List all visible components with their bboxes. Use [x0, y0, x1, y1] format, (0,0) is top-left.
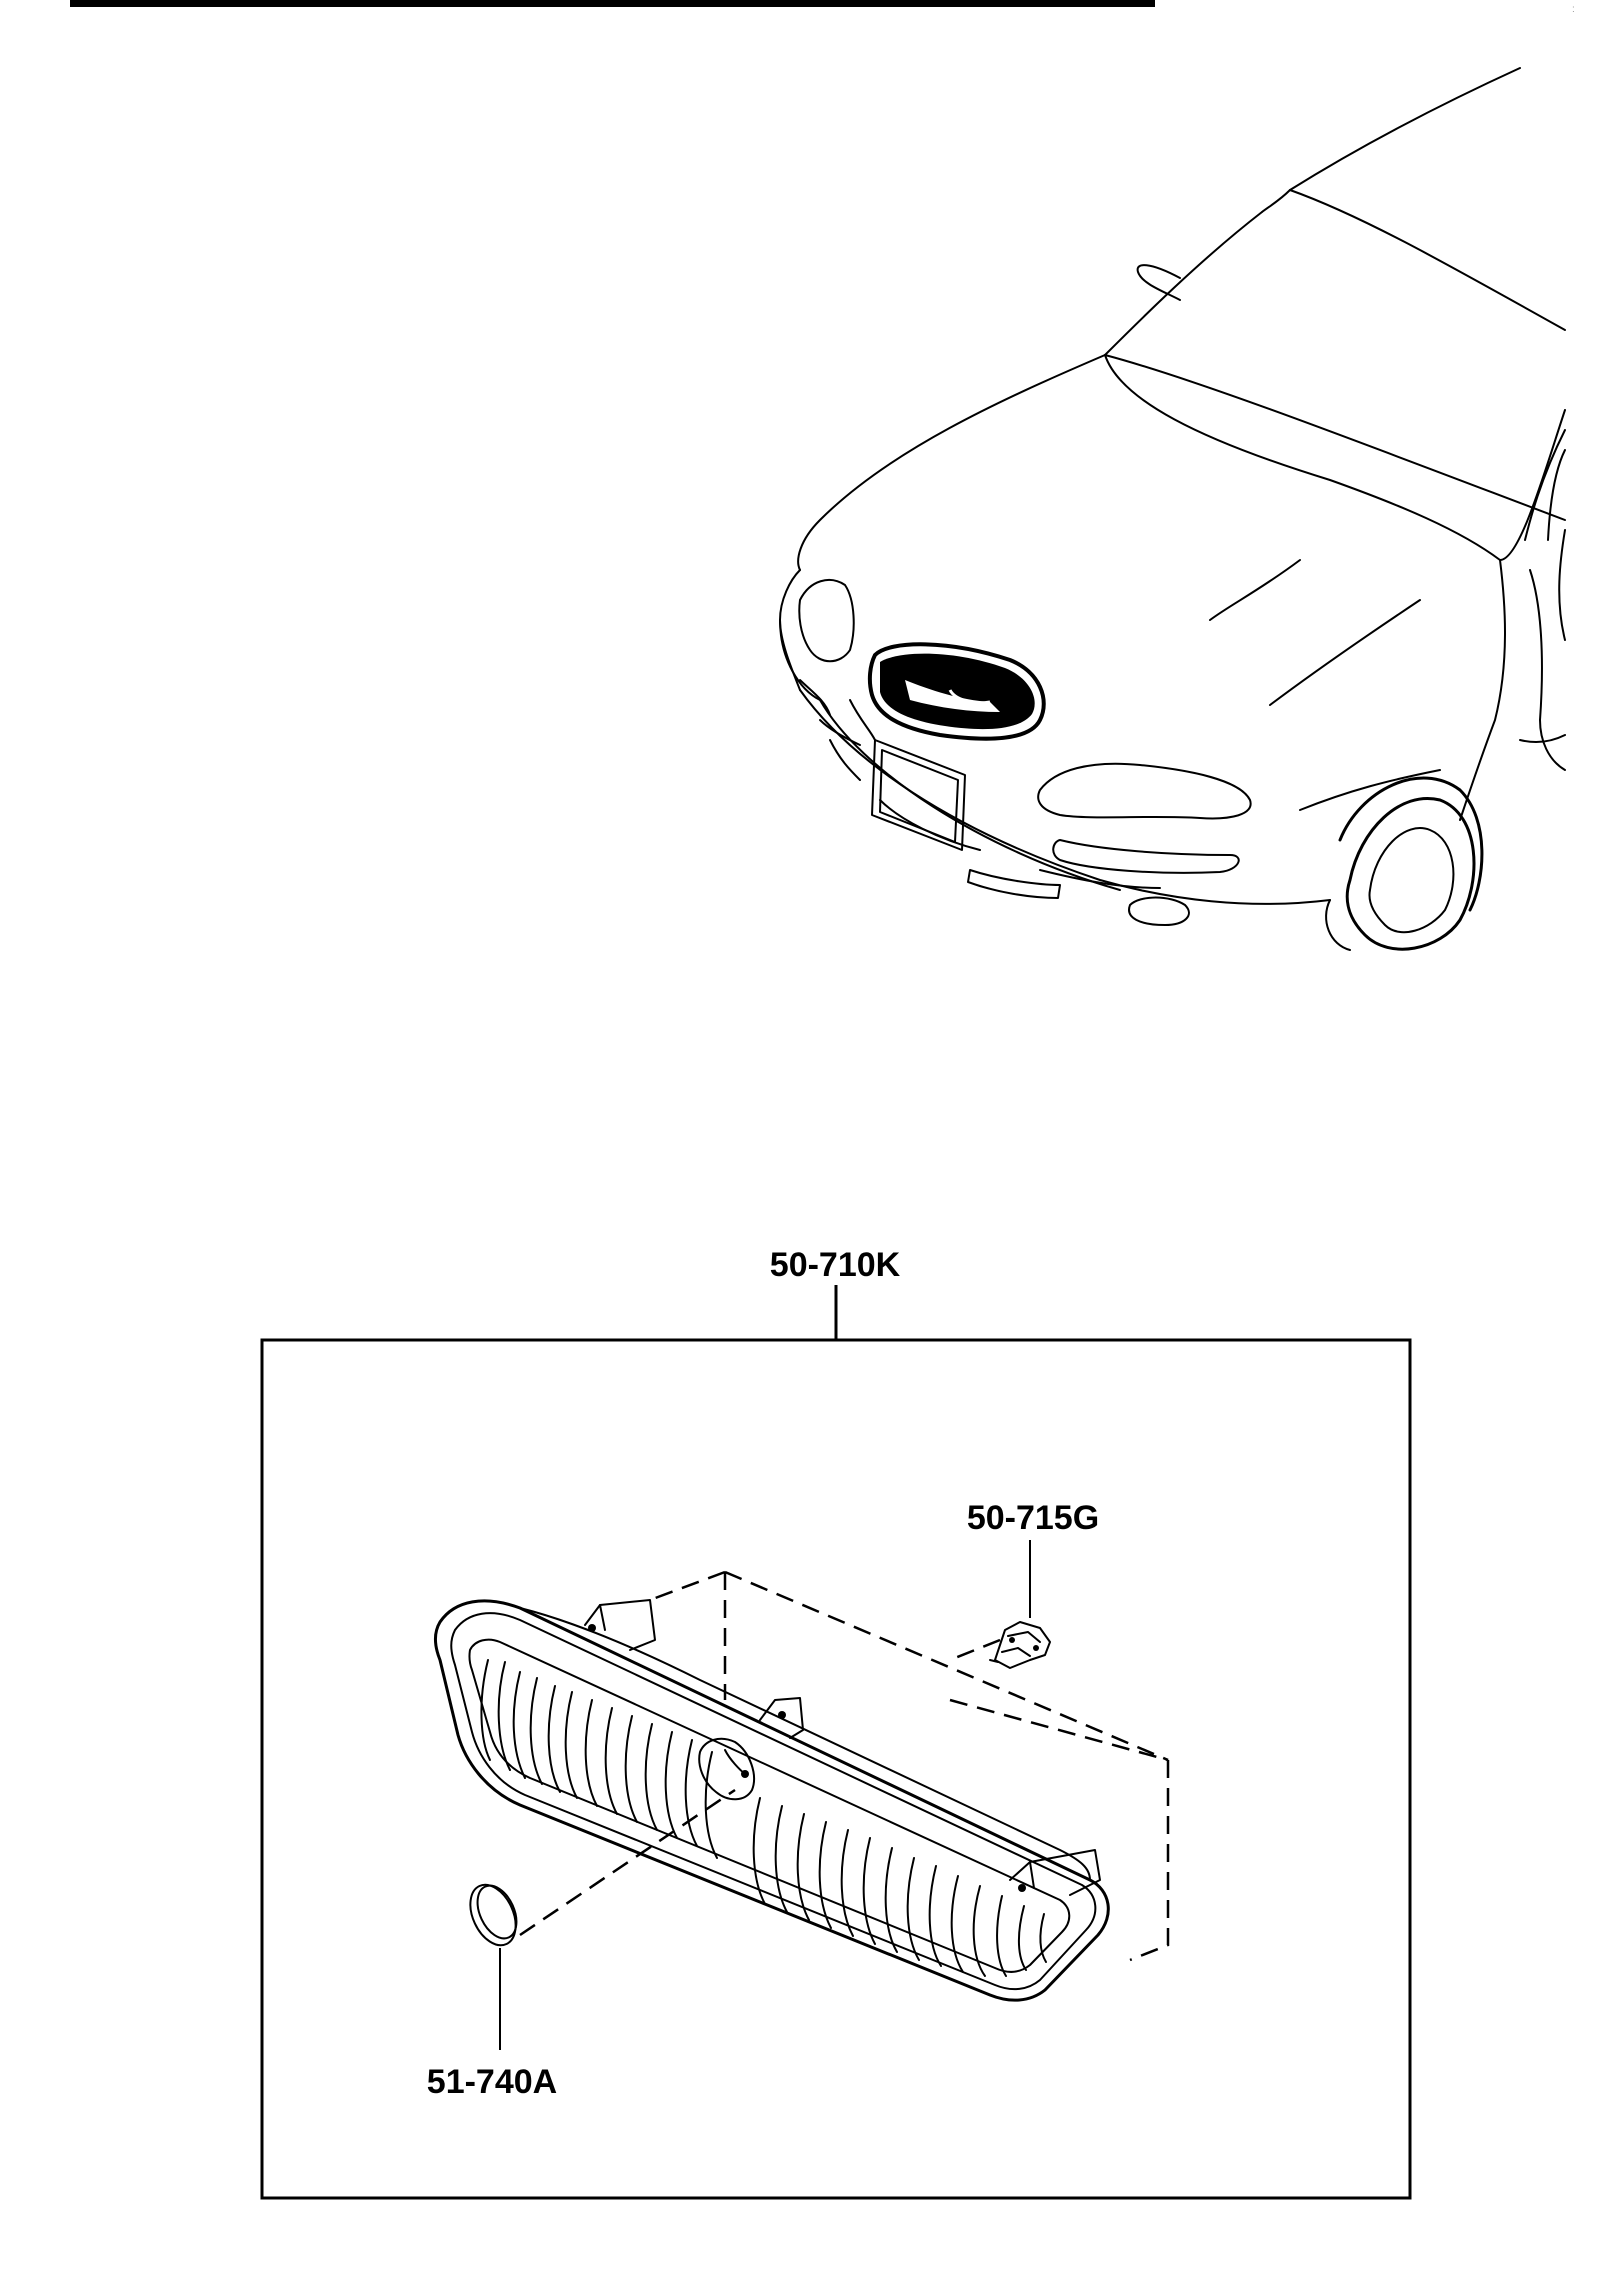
grille-assembly: [434, 1570, 1170, 2002]
parts-box: [260, 1285, 1412, 2200]
emblem-callout: 51-740A: [427, 2063, 557, 2101]
car-illustration: [779, 67, 1566, 951]
assembly-callout: 50-710K: [770, 1246, 901, 1284]
header-rule: [70, 0, 1155, 7]
grille-louvres: [480, 1659, 1047, 1977]
emblem-part: [469, 1788, 736, 2050]
clip-callout: 50-715G: [967, 1499, 1099, 1537]
corner-mark: :: [1572, 4, 1575, 15]
clip-part: [989, 1540, 1051, 1669]
